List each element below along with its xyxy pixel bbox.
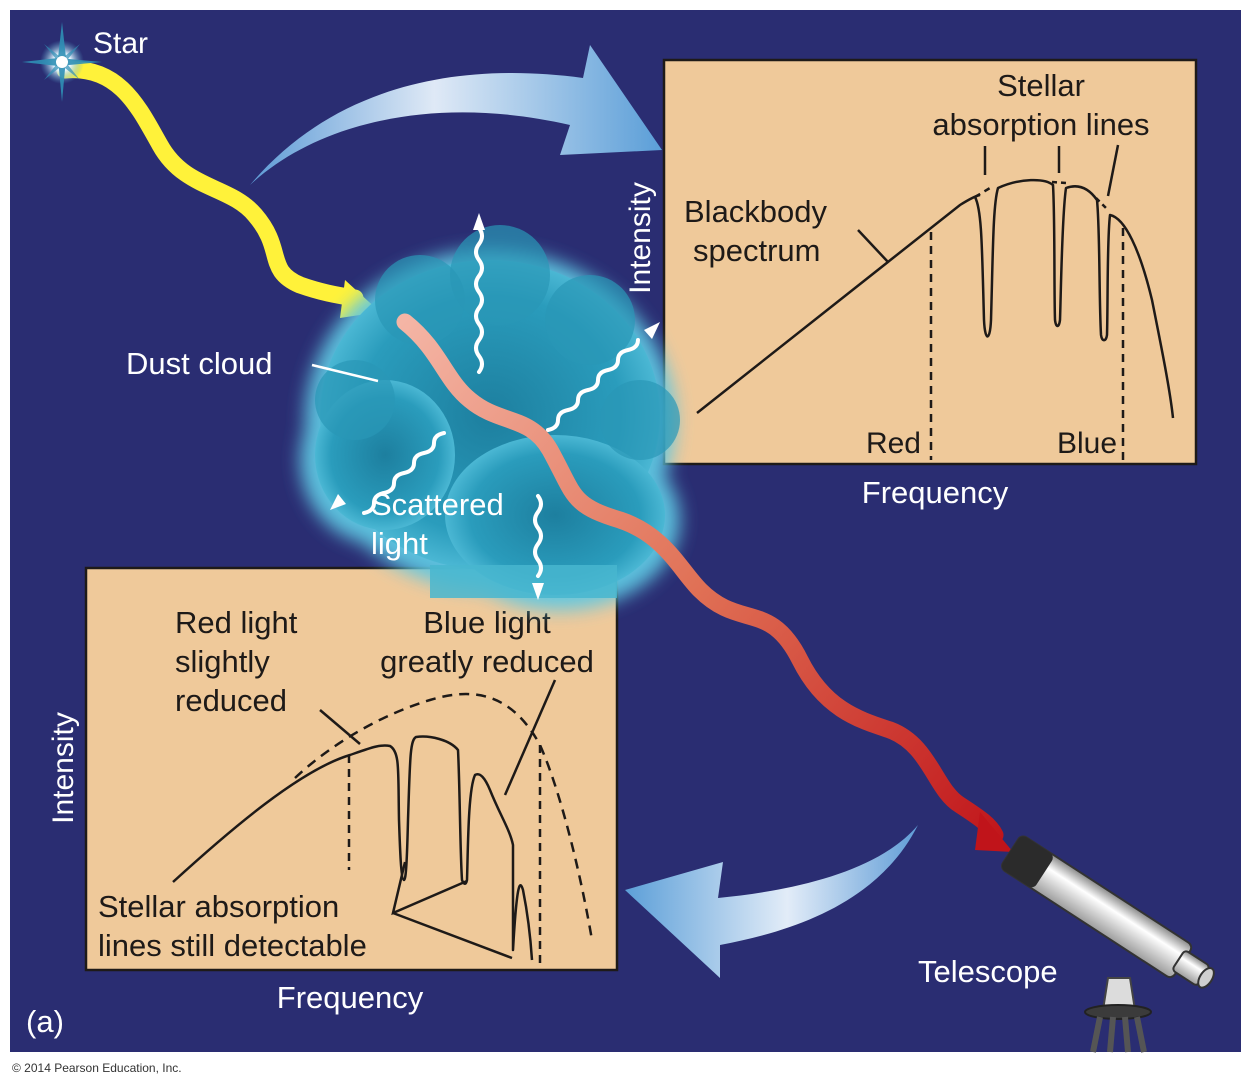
starlight-beam	[56, 61, 364, 307]
transmitted-light-arrowhead	[975, 812, 1013, 852]
scattered-light-label-line2: light	[371, 526, 428, 561]
pointer-line	[503, 679, 557, 796]
reddened-spectrum-panel: Red light slightly reduced Blue light gr…	[84, 566, 619, 972]
blackbody-dashed-top	[1051, 180, 1109, 211]
star-label: Star	[93, 27, 148, 60]
red-reduced-line1: Red light	[175, 605, 298, 640]
transmitted-light-beam	[396, 313, 1004, 844]
copyright-notice: © 2014 Pearson Education, Inc.	[12, 1061, 182, 1075]
star-icon	[22, 22, 102, 102]
observed-spectrum	[172, 735, 534, 961]
bottom-x-axis-label: Frequency	[277, 980, 424, 1015]
arrowhead-icon	[473, 213, 485, 230]
arrowhead-icon	[644, 322, 660, 339]
absorption-label-line2: absorption lines	[932, 107, 1149, 142]
pointer-line	[857, 229, 889, 263]
pointer-line	[319, 709, 361, 745]
blue-reduced-line1: Blue light	[423, 605, 551, 640]
blackbody-label-line1: Blackbody	[684, 194, 828, 229]
red-reduced-line2: slightly	[175, 644, 270, 679]
top-x-axis-label: Frequency	[862, 475, 1009, 510]
pointer-line	[1106, 144, 1120, 197]
red-reduced-line3: reduced	[175, 683, 287, 718]
pointer-line	[392, 911, 513, 960]
blue-reduced-line2: greatly reduced	[380, 644, 594, 679]
scattered-ray-up	[474, 226, 484, 374]
bottom-y-axis-label: Intensity	[47, 712, 80, 824]
blackbody-label-line2: spectrum	[693, 233, 820, 268]
arrowhead-icon	[330, 494, 346, 510]
unobscured-spectrum-panel: Stellar absorption lines Blackbody spect…	[662, 58, 1198, 466]
scattered-light-label-line1: Scattered	[371, 487, 504, 522]
scattered-light-rays	[362, 226, 640, 578]
still-detectable-line1: Stellar absorption	[98, 889, 339, 924]
original-blackbody-dashed	[294, 692, 594, 941]
panel-background	[84, 566, 619, 972]
blackbody-dashed-continuation	[974, 186, 991, 199]
absorption-label-line1: Stellar	[997, 68, 1085, 103]
scattered-ray-downleft	[362, 431, 446, 515]
top-y-axis-label: Intensity	[624, 182, 657, 294]
curved-arrow-to-reddened-spectrum	[625, 825, 918, 978]
absorption-spectrum	[973, 178, 1175, 419]
blue-marker-label: Blue	[1057, 427, 1117, 460]
dust-cloud-pointer	[311, 363, 379, 383]
still-detectable-line2: lines still detectable	[98, 928, 367, 963]
red-marker-label: Red	[866, 427, 921, 460]
panel-label: (a)	[26, 1004, 64, 1039]
dust-cloud-label: Dust cloud	[126, 346, 272, 381]
curved-arrow-to-unobscured-spectrum	[250, 45, 662, 185]
scattered-ray-down	[533, 494, 543, 578]
telescope-icon	[1001, 835, 1215, 1053]
telescope-label: Telescope	[918, 954, 1058, 989]
scattered-ray-upright	[546, 338, 640, 432]
arrowhead-icon	[532, 583, 544, 600]
